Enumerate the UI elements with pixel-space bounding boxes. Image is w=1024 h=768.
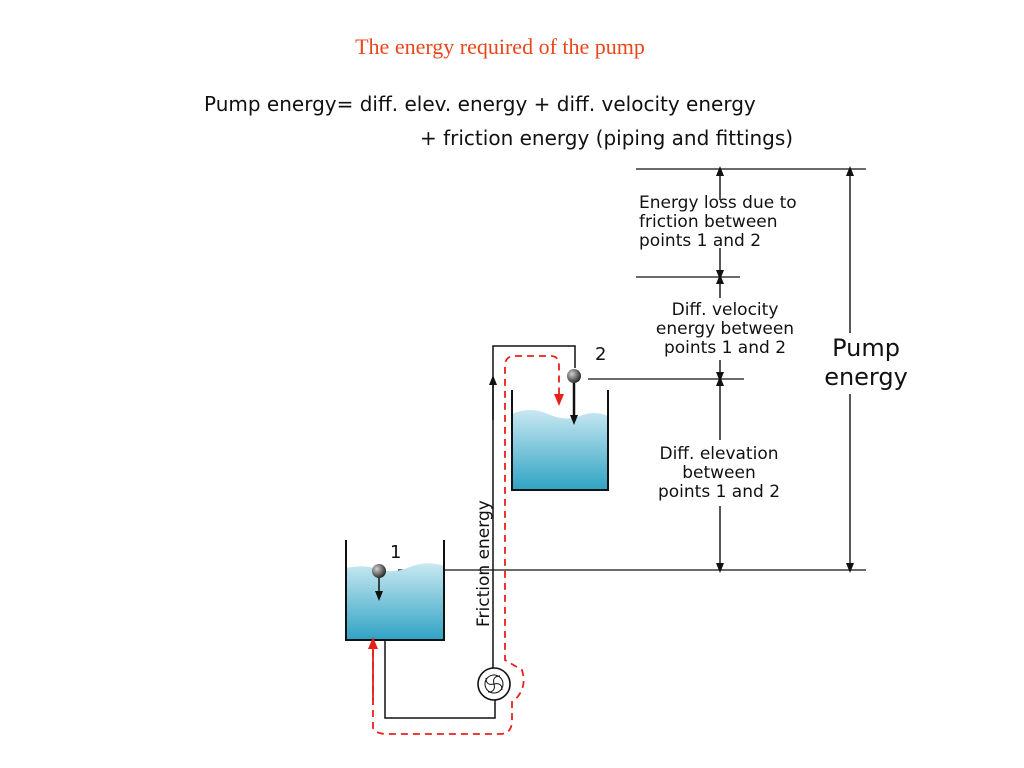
particle-2: [567, 369, 581, 425]
svg-text:points 1 and 2: points 1 and 2: [664, 338, 786, 358]
friction-loss-label: Energy loss due to friction between poin…: [639, 193, 797, 251]
svg-text:Diff. velocity: Diff. velocity: [672, 300, 779, 320]
svg-text:points 1 and 2: points 1 and 2: [639, 231, 761, 251]
svg-text:between: between: [682, 463, 756, 483]
svg-text:energy: energy: [824, 363, 908, 391]
svg-text:points 1 and 2: points 1 and 2: [658, 482, 780, 502]
elevation-diff-label: Diff. elevation between points 1 and 2: [658, 444, 780, 502]
piping: [384, 345, 576, 719]
point-2-label: 2: [595, 344, 606, 365]
particle-1: [372, 564, 386, 601]
svg-text:friction between: friction between: [639, 212, 778, 232]
svg-text:Energy loss due to: Energy loss due to: [639, 193, 797, 213]
slide-title: The energy required of the pump: [355, 34, 645, 59]
upper-tank: [511, 390, 609, 491]
dimension-arrows: [716, 166, 854, 573]
svg-text:energy between: energy between: [656, 319, 794, 339]
pump-energy-label: Pump energy: [824, 334, 908, 391]
velocity-diff-label: Diff. velocity energy between points 1 a…: [656, 300, 794, 358]
svg-text:Pump: Pump: [832, 334, 900, 362]
point-1-label: 1: [390, 542, 401, 563]
friction-energy-label: Friction energy: [474, 500, 494, 627]
flow-path: [368, 355, 564, 735]
pump: [477, 667, 511, 701]
equation-line-2: + friction energy (piping and fittings): [420, 126, 794, 150]
svg-text:Diff. elevation: Diff. elevation: [659, 444, 778, 464]
equation-line-1: Pump energy= diff. elev. energy + diff. …: [204, 92, 756, 116]
reference-lines: [398, 168, 866, 571]
lower-tank: [345, 540, 445, 641]
